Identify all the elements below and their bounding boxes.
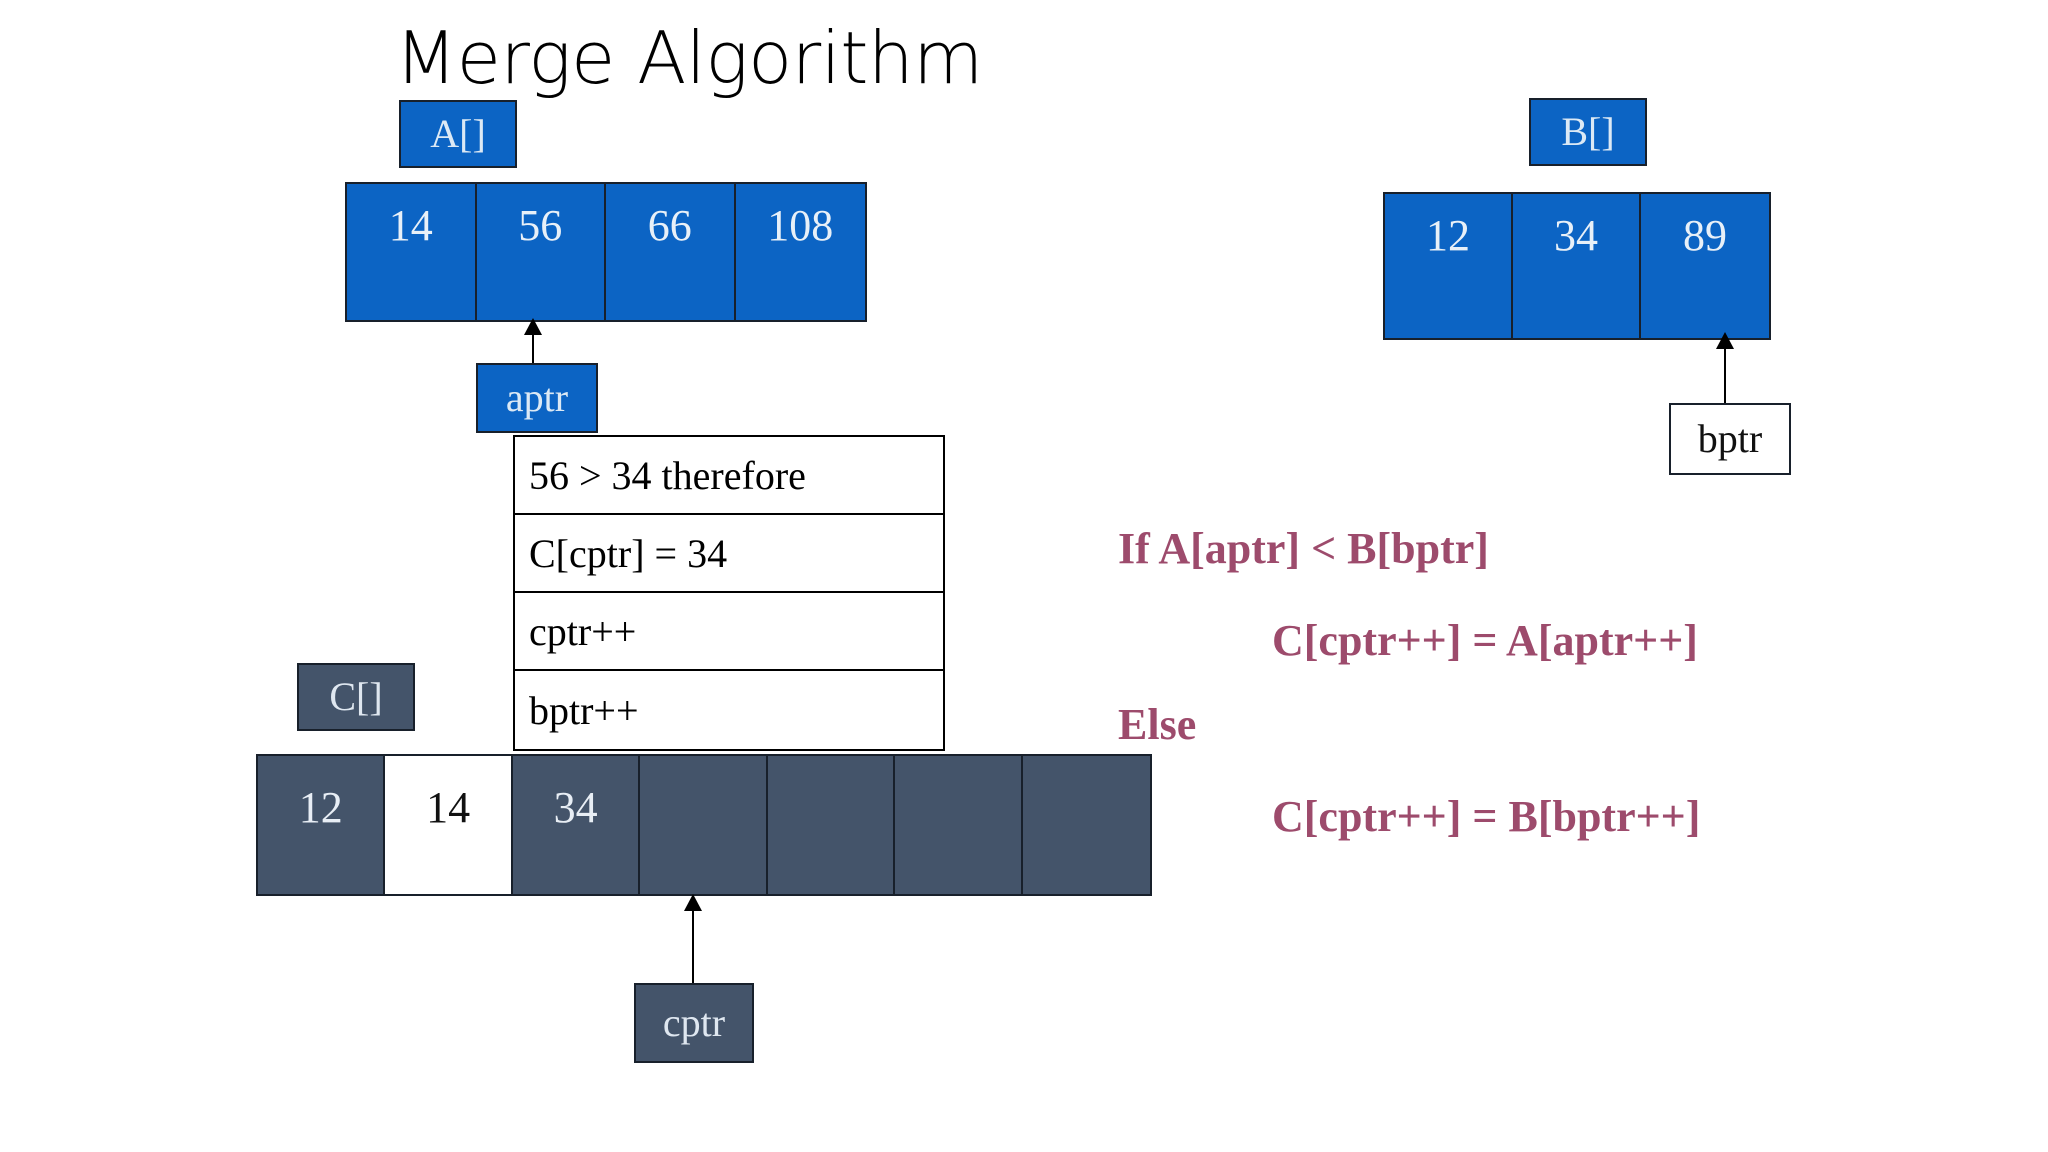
pointer-bptr: bptr <box>1669 403 1791 475</box>
bptr-arrow-stem-icon <box>1724 346 1726 406</box>
cptr-arrow-head-icon <box>684 894 702 911</box>
array-b-cell-0: 12 <box>1385 194 1513 338</box>
array-c-cell-3 <box>640 756 768 894</box>
pointer-aptr: aptr <box>476 363 598 433</box>
pseudocode-else-line: C[cptr++] = B[bptr++] <box>1272 792 1701 841</box>
steps-table: 56 > 34 therefore C[cptr] = 34 cptr++ bp… <box>513 435 945 751</box>
array-c-cell-5 <box>895 756 1023 894</box>
steps-row: cptr++ <box>515 593 943 671</box>
array-c-cell-1: 14 <box>385 756 513 894</box>
pseudocode-else-keyword: Else <box>1118 700 1197 749</box>
pseudocode-then-line: C[cptr++] = A[aptr++] <box>1272 616 1698 665</box>
pointer-cptr: cptr <box>634 983 754 1063</box>
array-c-cell-4 <box>767 756 896 894</box>
bptr-arrow-head-icon <box>1716 332 1734 349</box>
array-a-cell-3: 108 <box>735 184 865 320</box>
page-title: Merge Algorithm <box>395 16 983 100</box>
array-a-cell-1: 56 <box>476 184 606 320</box>
steps-row: C[cptr] = 34 <box>515 515 943 593</box>
array-c-label: C[] <box>297 663 415 731</box>
steps-row: bptr++ <box>529 687 639 733</box>
steps-row: 56 > 34 therefore <box>515 437 943 515</box>
array-a: 14 56 66 108 <box>345 182 867 322</box>
array-c-cell-6 <box>1022 756 1151 894</box>
array-b-cell-1: 34 <box>1513 194 1641 338</box>
array-a-cell-2: 66 <box>606 184 736 320</box>
array-b-cell-2: 89 <box>1641 194 1769 338</box>
cptr-arrow-stem-icon <box>692 906 694 984</box>
array-c: 12 14 34 <box>256 754 1152 896</box>
array-a-label: A[] <box>399 100 517 168</box>
aptr-arrow-head-icon <box>524 318 542 335</box>
array-b: 12 34 89 <box>1383 192 1771 340</box>
array-a-cell-0: 14 <box>347 184 477 320</box>
array-b-label: B[] <box>1529 98 1647 166</box>
array-c-cell-2: 34 <box>512 756 641 894</box>
aptr-arrow-stem-icon <box>532 330 534 366</box>
pseudocode-if-line: If A[aptr] < B[bptr] <box>1118 524 1489 573</box>
array-c-cell-0: 12 <box>258 756 386 894</box>
